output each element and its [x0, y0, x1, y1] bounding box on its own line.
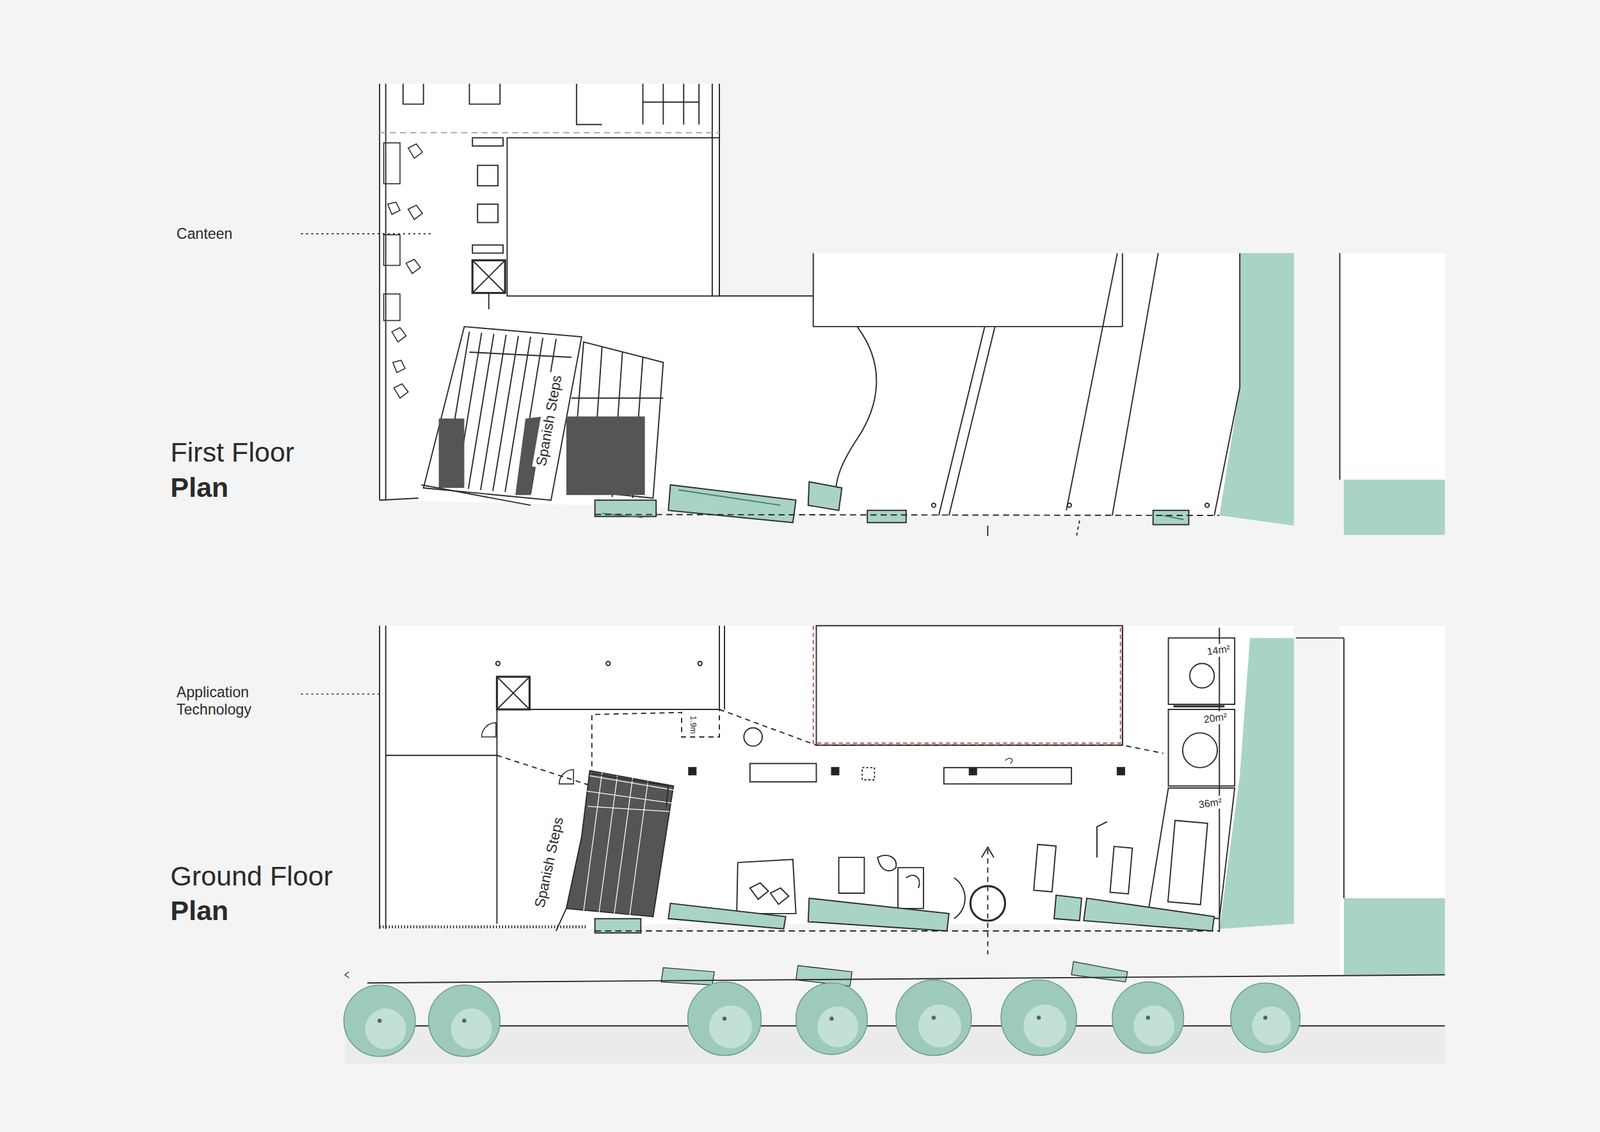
plan-title: Ground Floor: [170, 860, 333, 893]
plan-title: Plan: [170, 894, 229, 927]
plan-title: First Floor: [170, 436, 295, 469]
plan-title: Plan: [170, 471, 229, 504]
callout-label: Canteen: [176, 225, 233, 243]
dimension-label: 1.9m: [687, 713, 699, 736]
callout-label: Application Technology: [176, 683, 271, 718]
